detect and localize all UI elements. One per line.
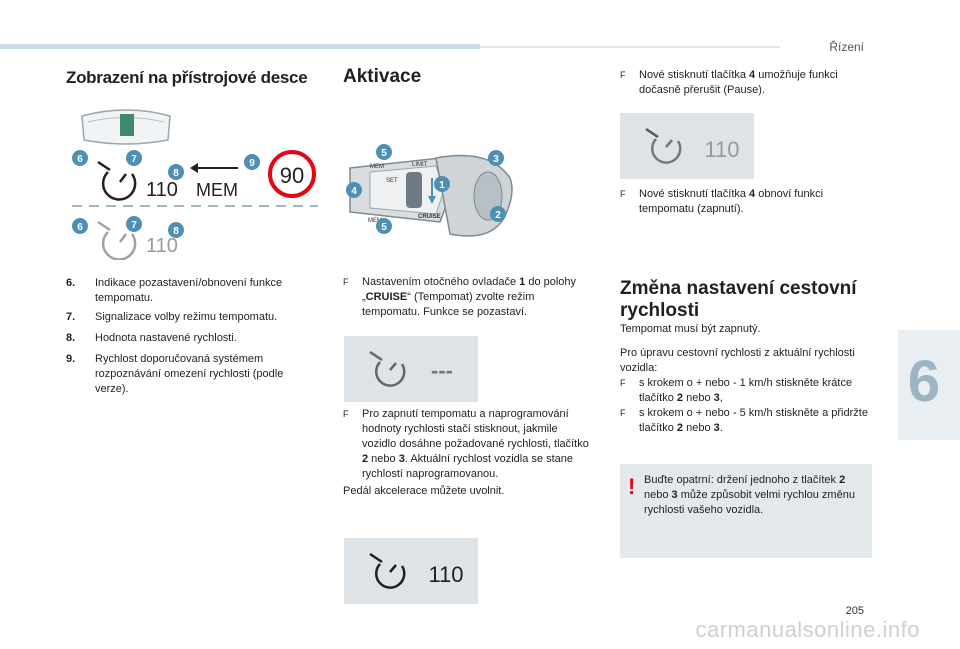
chapter-tab — [898, 330, 960, 440]
bullet-item: F Nové stisknutí tlačítka 4 obnoví funkc… — [620, 188, 824, 215]
display-panel: 110 — [620, 113, 754, 179]
svg-text:5: 5 — [381, 222, 387, 233]
cruise-active-icon — [97, 220, 137, 260]
rotary-knob — [406, 172, 422, 208]
callout-8b — [168, 222, 184, 238]
cruise-pause-icon — [97, 160, 137, 201]
display-block-icon — [120, 114, 134, 136]
svg-text:1: 1 — [439, 180, 445, 191]
note-text: Pedál akcelerace můžete uvolnit. — [343, 485, 505, 497]
cruise-paused-icon: 110 — [645, 127, 740, 164]
callout-6 — [72, 150, 88, 166]
section-title: Řízení — [829, 40, 864, 54]
watermark: carmanualsonline.info — [695, 617, 920, 642]
svg-text:MEM: MEM — [370, 164, 384, 170]
col3-title: Změna nastavení cestovní rychlosti — [620, 278, 857, 321]
header-bar-thin — [480, 46, 780, 48]
list-item: 7.Signalizace volby režimu tempomatu. — [66, 311, 278, 323]
callout-6b — [72, 218, 88, 234]
svg-text:8: 8 — [173, 168, 179, 179]
display-panel: 110 — [344, 538, 478, 604]
bullet-item: F Nastavením otočného ovladače 1 do polo… — [343, 276, 577, 318]
callout-3 — [488, 150, 504, 166]
list-item: 8.Hodnota nastavené rychlosti. — [66, 332, 237, 344]
paragraph: Pro úpravu cestovní rychlosti z aktuální… — [620, 347, 855, 374]
bullet-item: F s krokem o + nebo - 1 km/h stiskněte k… — [620, 377, 853, 404]
svg-text:6: 6 — [77, 154, 83, 165]
svg-text:110: 110 — [704, 137, 739, 162]
cruise-standby-icon: --- — [369, 350, 453, 387]
speed-limit-sign — [268, 150, 316, 198]
speed-110-lower: 110 — [146, 235, 178, 257]
callout-8 — [168, 164, 184, 180]
svg-text:7: 7 — [131, 154, 137, 165]
svg-text:MEM: MEM — [368, 218, 382, 224]
svg-text:4: 4 — [351, 186, 357, 197]
speed-limit-value: 90 — [280, 163, 304, 188]
page-number: 205 — [845, 605, 864, 617]
list-item: 6.Indikace pozastavení/obnovení funkce t… — [66, 277, 283, 304]
svg-text:9: 9 — [249, 158, 255, 169]
steering-control-figure: MEM SET MEM LIMIT CRUISE 5 3 1 4 2 5 — [346, 144, 513, 237]
chapter-number: 6 — [907, 349, 940, 414]
callout-4 — [346, 182, 362, 198]
bullet-item: F Pro zapnutí tempomatu a naprogramování… — [343, 408, 589, 480]
list-item: 9.Rychlost doporučovaná systémem rozpozn… — [66, 353, 284, 395]
callout-2 — [490, 206, 506, 222]
paragraph: Tempomat musí být zapnutý. — [620, 323, 761, 335]
callout-7b — [126, 216, 142, 232]
svg-text:SET: SET — [386, 178, 398, 184]
warning-box: ! Buďte opatrní: držení jednoho z tlačít… — [620, 464, 872, 558]
svg-text:5: 5 — [381, 148, 387, 159]
svg-text:---: --- — [431, 358, 453, 383]
bullet-item: F Nové stisknutí tlačítka 4 umožňuje fun… — [620, 69, 838, 96]
col1-title: Zobrazení na přístrojové desce — [66, 68, 308, 87]
svg-text:8: 8 — [173, 226, 179, 237]
svg-text:CRUISE: CRUISE — [418, 214, 441, 220]
callout-5 — [376, 144, 392, 160]
svg-text:LIMIT: LIMIT — [412, 162, 428, 168]
svg-text:6: 6 — [77, 222, 83, 233]
bullet-item: F s krokem o + nebo - 5 km/h stiskněte a… — [620, 407, 868, 434]
col2-title: Aktivace — [343, 66, 422, 87]
svg-text:110: 110 — [428, 562, 463, 587]
callout-9 — [244, 154, 260, 170]
instrument-panel-figure: 110 MEM 90 110 6 7 8 9 6 7 8 — [72, 109, 318, 260]
speed-110-mem-row: 110 — [146, 179, 178, 201]
svg-text:3: 3 — [493, 154, 499, 165]
svg-text:2: 2 — [495, 210, 501, 221]
warning-icon: ! — [628, 474, 636, 499]
warning-text: Buďte opatrní: držení jednoho z tlačítek… — [644, 474, 855, 516]
header-bar — [0, 44, 480, 49]
svg-text:7: 7 — [131, 220, 137, 231]
cruise-on-icon: 110 — [369, 552, 464, 589]
callout-1 — [434, 176, 450, 192]
callout-5b — [376, 218, 392, 234]
callout-7 — [126, 150, 142, 166]
mem-label: MEM — [196, 180, 238, 200]
display-panel: --- — [344, 336, 478, 402]
